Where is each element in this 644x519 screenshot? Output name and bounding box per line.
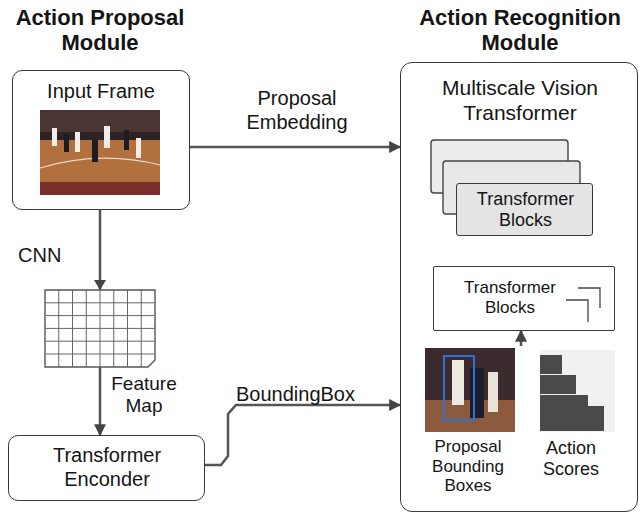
arrow-connector xyxy=(205,405,400,465)
input-frame-box: Input Frame xyxy=(12,70,190,210)
proposal-image xyxy=(425,348,515,432)
node-text: Input Frame xyxy=(13,80,189,103)
node-text: Multiscale Vision Transformer xyxy=(411,76,629,126)
feature-map-grid xyxy=(45,280,155,367)
edge-label: CNN xyxy=(18,244,88,267)
image-caption: Proposal Bounding Boxes xyxy=(420,437,516,496)
arrow-connector xyxy=(190,146,400,149)
transformer-block-box: Transformer Blocks xyxy=(433,266,615,331)
encoder-box: Transformer Enconder xyxy=(8,435,205,501)
input-frame-image xyxy=(40,110,160,195)
transformer-block-stack: Transformer Blocks xyxy=(456,183,593,236)
arrow-connector xyxy=(99,210,102,435)
input-arrow xyxy=(520,331,523,346)
connector-group xyxy=(100,147,400,465)
score-bars xyxy=(540,350,615,432)
node-text: Transformer Blocks xyxy=(465,189,586,230)
module-heading: Action Proposal Module xyxy=(4,6,196,55)
edge-label: BoundingBox xyxy=(236,383,396,406)
node-text: Transformer Blocks xyxy=(446,278,574,319)
flow-label: Feature Map xyxy=(104,373,184,417)
edge-label: Proposal Embedding xyxy=(222,86,372,134)
module-heading: Action Recognition Module xyxy=(389,6,644,55)
image-caption: Action Scores xyxy=(528,438,614,479)
node-text: Transformer Enconder xyxy=(27,443,187,491)
